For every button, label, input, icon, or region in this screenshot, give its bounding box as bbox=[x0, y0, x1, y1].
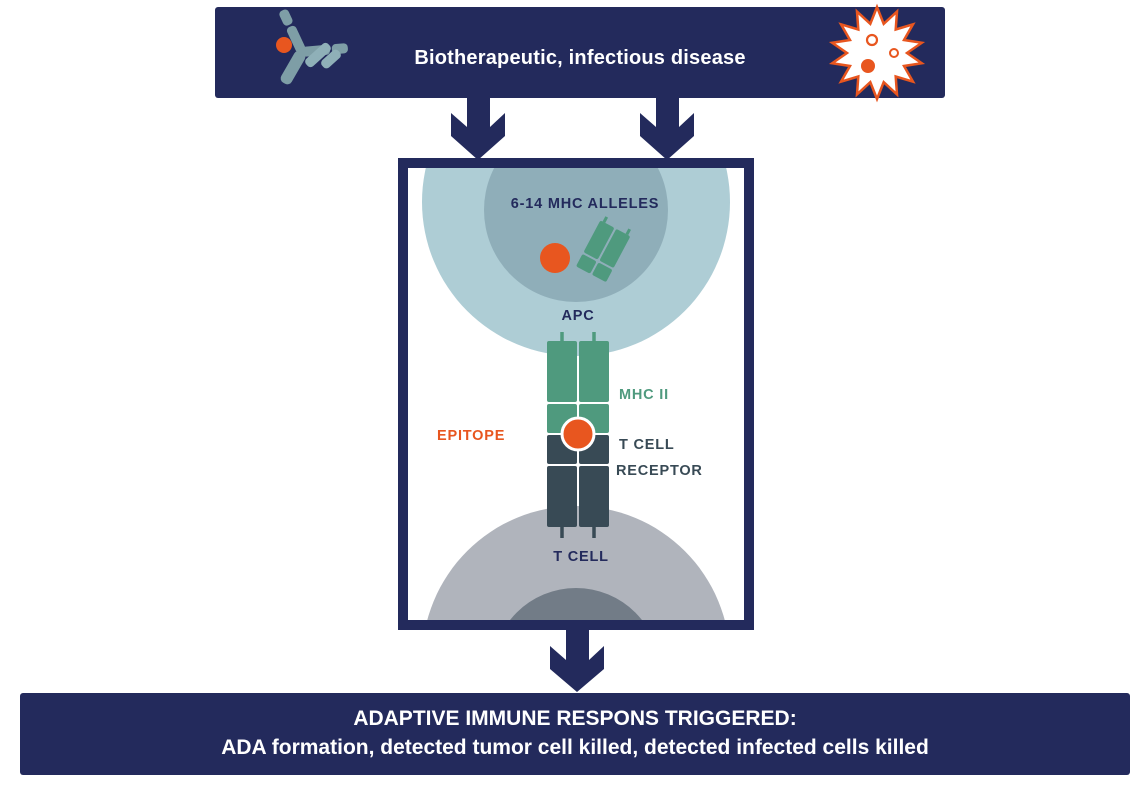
tcr-label-line2: RECEPTOR bbox=[616, 463, 703, 479]
infected-cell-icon bbox=[828, 3, 926, 103]
antigen-dot bbox=[540, 243, 570, 273]
bottom-banner: ADAPTIVE IMMUNE RESPONS TRIGGERED: ADA f… bbox=[20, 693, 1130, 775]
t-cell bbox=[427, 506, 725, 620]
down-arrow-bottom-icon bbox=[550, 630, 604, 692]
antibody-icon bbox=[276, 9, 348, 85]
bottom-banner-heading: ADAPTIVE IMMUNE RESPONS TRIGGERED: bbox=[353, 707, 797, 730]
bottom-banner-detail: ADA formation, detected tumor cell kille… bbox=[221, 736, 929, 759]
top-banner-title: Biotherapeutic, infectious disease bbox=[414, 47, 746, 69]
down-arrow-right-icon bbox=[640, 98, 694, 160]
tcr-label-line1: T CELL bbox=[619, 437, 675, 453]
t-cell-label: T CELL bbox=[553, 549, 609, 565]
down-arrow-left-icon bbox=[451, 98, 505, 160]
mhc-small-icon bbox=[576, 216, 632, 282]
diagram-frame bbox=[398, 158, 754, 630]
mhc-alleles-label: 6-14 MHC ALLELES bbox=[511, 196, 659, 212]
mhc-ii-molecule bbox=[547, 332, 609, 433]
apc-nucleus bbox=[484, 168, 668, 302]
epitope-dot bbox=[560, 416, 596, 452]
mhc-ii-label: MHC II bbox=[619, 387, 669, 403]
epitope-label: EPITOPE bbox=[437, 428, 505, 444]
t-cell-nucleus bbox=[510, 588, 642, 620]
apc-label: APC bbox=[561, 308, 594, 324]
